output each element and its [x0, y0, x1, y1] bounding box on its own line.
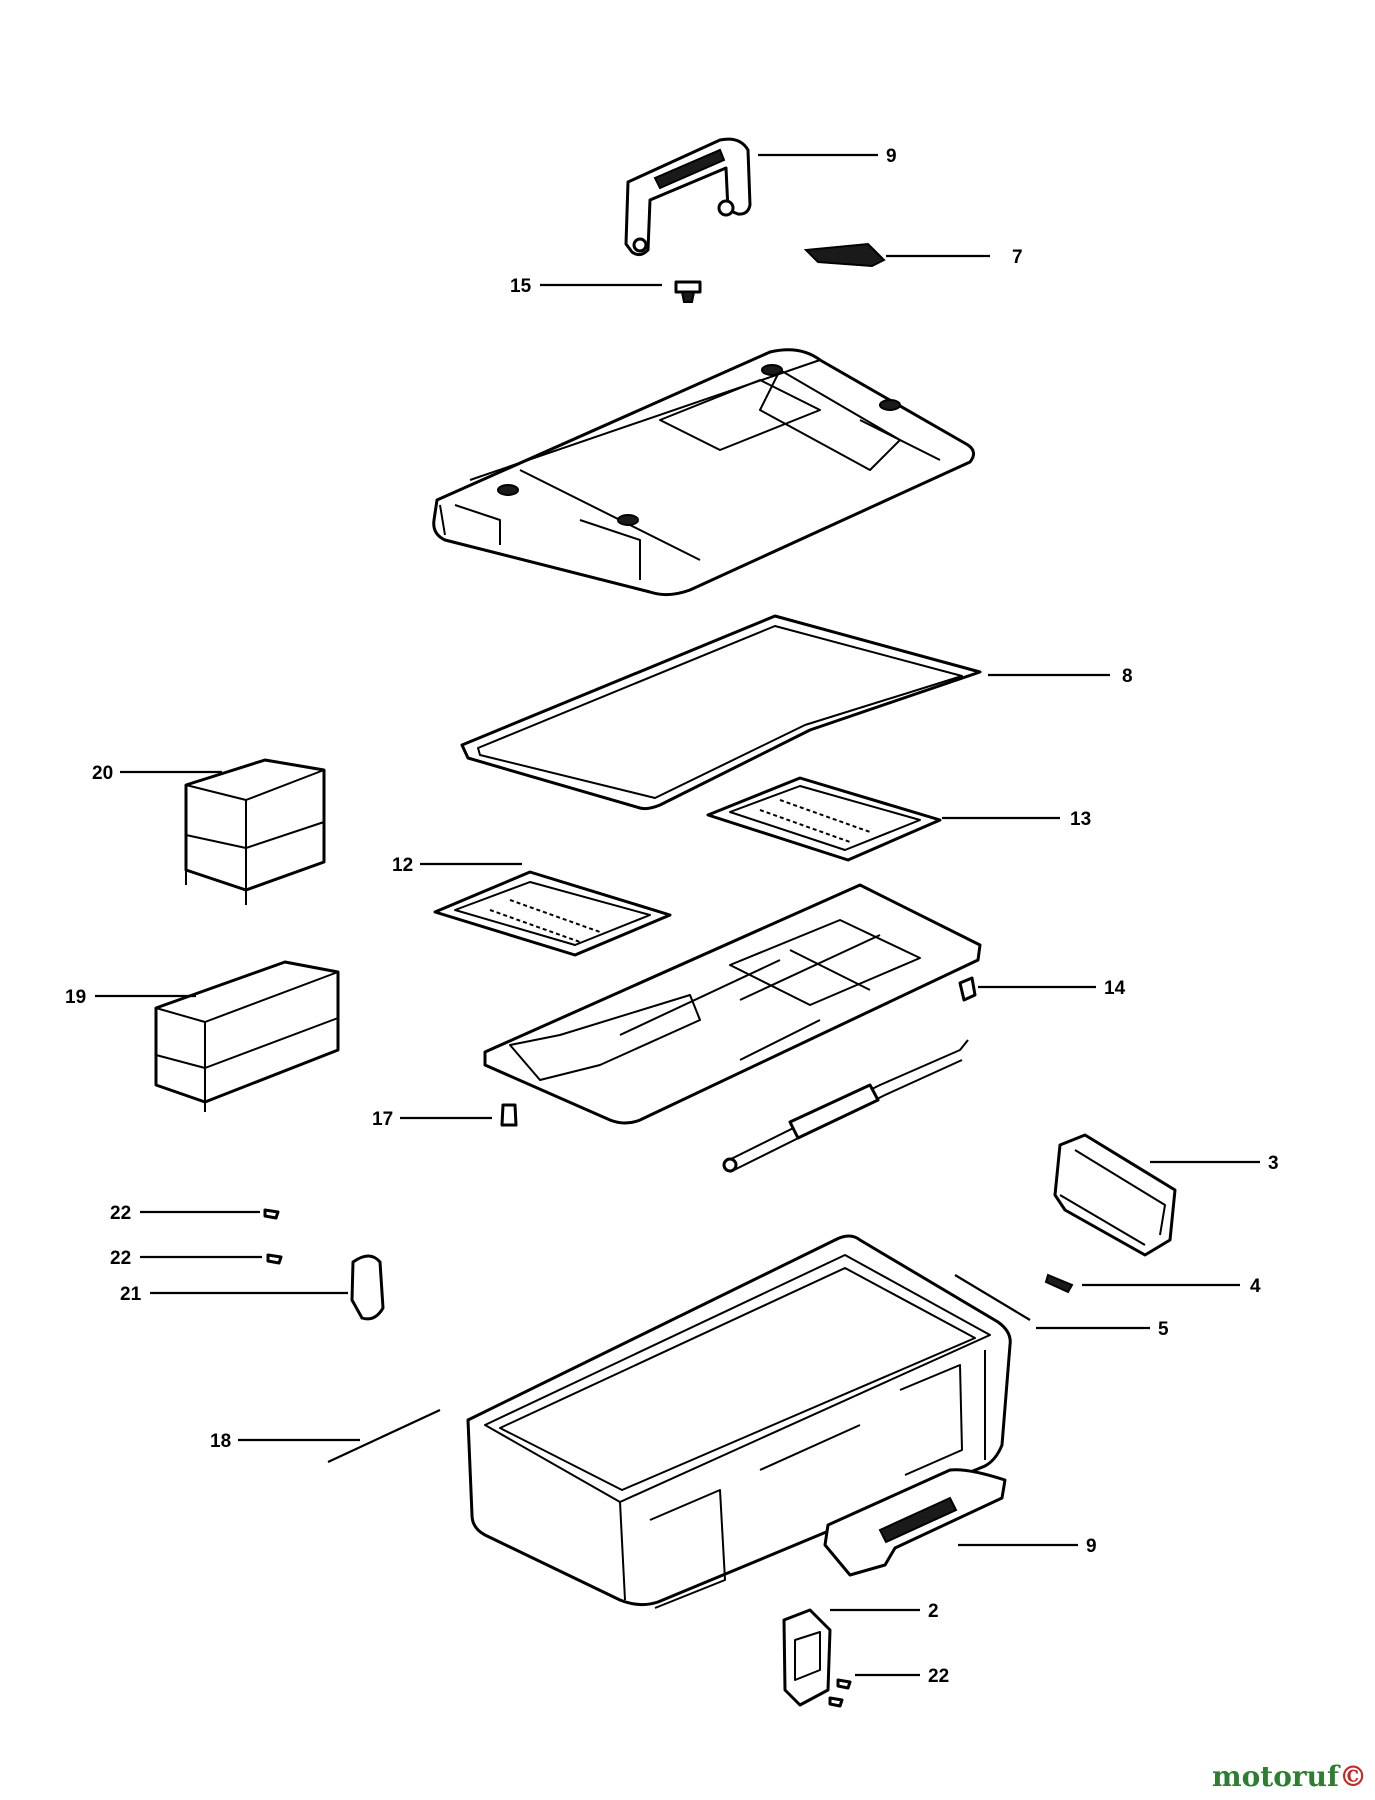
svg-text:motoruf©: motoruf©: [1212, 1760, 1367, 1793]
callout-8: 8: [1122, 666, 1133, 687]
leader-lines: [95, 153, 1260, 1677]
part-screw-a: [263, 1208, 280, 1220]
part-rod: [954, 1274, 1031, 1321]
part-front-latch: [782, 1608, 832, 1707]
part-handle-bar: [722, 1039, 969, 1173]
part-small-clip: [958, 976, 977, 1002]
part-tray-grid-right: [706, 776, 942, 862]
callout-2: 2: [928, 1601, 939, 1622]
callout-9-bottom: 9: [1086, 1536, 1097, 1557]
callout-19: 19: [65, 987, 86, 1008]
part-seal: [460, 614, 982, 811]
part-handle-top: [624, 137, 752, 257]
part-tray-grid-left: [433, 870, 672, 957]
part-side-latch: [1053, 1133, 1177, 1257]
part-bin-19: [154, 960, 340, 1112]
callout-21: 21: [120, 1284, 142, 1305]
callout-5: 5: [1158, 1319, 1169, 1340]
watermark-text: motoruf: [1212, 1760, 1341, 1793]
part-pin: [674, 280, 702, 303]
callout-15: 15: [510, 276, 532, 297]
callout-12: 12: [392, 855, 413, 876]
callout-13: 13: [1070, 809, 1091, 830]
part-spring: [1044, 1273, 1074, 1294]
callouts: 9 7 15 8 20 13 12 14 19 17 3 22 22 4 21 …: [65, 146, 1279, 1687]
part-screw-c: [828, 1678, 852, 1708]
part-lid: [432, 348, 975, 597]
callout-3: 3: [1268, 1153, 1279, 1174]
callout-22-c: 22: [928, 1666, 949, 1687]
part-cap: [350, 1254, 385, 1321]
callout-7: 7: [1012, 247, 1023, 268]
callout-18: 18: [210, 1431, 231, 1452]
part-latch-clip: [803, 242, 886, 268]
callout-9-top: 9: [886, 146, 897, 167]
watermark-copyright: ©: [1339, 1760, 1367, 1793]
part-rod-long: [327, 1409, 441, 1463]
part-screw-b: [266, 1253, 283, 1265]
part-plug: [500, 1103, 518, 1127]
callout-22-a: 22: [110, 1203, 131, 1224]
part-organizer-tray: [483, 883, 982, 1125]
callout-20: 20: [92, 763, 113, 784]
callout-14: 14: [1104, 978, 1126, 999]
part-bin-20: [184, 758, 326, 905]
callout-17: 17: [372, 1109, 393, 1130]
part-base-box: [466, 1234, 1012, 1609]
callout-4: 4: [1250, 1276, 1261, 1297]
part-handle-bottom: [823, 1468, 1007, 1577]
watermark-logo: motoruf©: [1212, 1760, 1367, 1793]
callout-22-b: 22: [110, 1248, 131, 1269]
